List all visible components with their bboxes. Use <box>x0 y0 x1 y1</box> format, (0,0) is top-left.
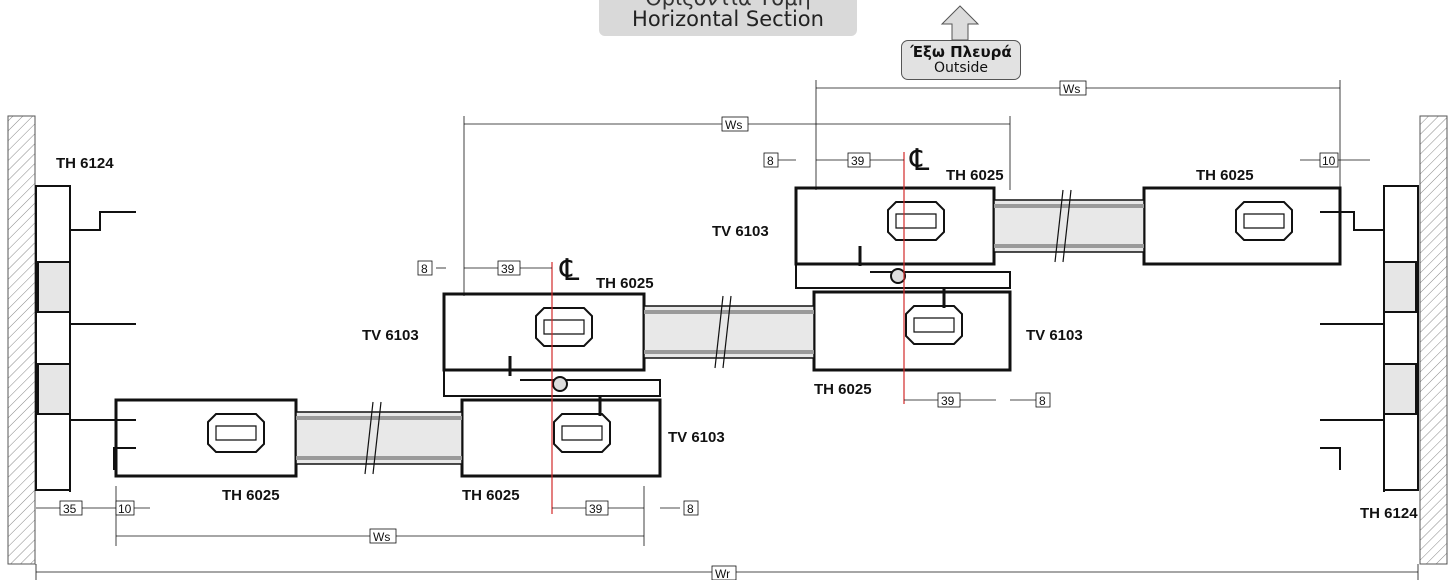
label-th6025-mid-upper: TH 6025 <box>596 275 654 292</box>
dim-8-b: 8 <box>421 262 428 276</box>
interlock-lower <box>443 356 661 416</box>
profile-labels: TH 6124 TH 6124 TH 6025 TH 6025 TH 6025 … <box>56 155 1418 522</box>
label-th6025-top-right: TH 6025 <box>1196 167 1254 184</box>
section-title: Horizontal Section <box>632 7 824 31</box>
label-tv6103-mid-left: TV 6103 <box>362 327 419 344</box>
bottom-left-sash-chamber-a-inner <box>215 425 257 441</box>
glass-middle-break-a <box>714 295 724 369</box>
dim-8-d: 8 <box>687 502 694 516</box>
glass-bottom-break-b <box>372 401 382 475</box>
dim-8-c: 8 <box>1039 394 1046 408</box>
sash-group <box>114 186 1342 478</box>
dim-10-a: 10 <box>1322 154 1336 168</box>
glass-top-edge-bottom <box>994 244 1144 248</box>
middle-left-sash-chamber-a-inner <box>543 319 585 335</box>
outside-side-badge: Έξω Πλευρά Outside <box>901 40 1021 80</box>
dim-39-c: 39 <box>941 394 955 408</box>
dim-wr: Wr <box>715 567 730 580</box>
glass-middle-edge-bottom <box>644 350 814 354</box>
bottom-right-sash-chamber-a-inner <box>561 425 603 441</box>
left-wall <box>7 115 36 565</box>
glass-middle-break-b <box>722 295 732 369</box>
centerline-symbol-upper: ℄ <box>909 143 929 178</box>
dim-10-b: 10 <box>118 502 132 516</box>
dim-39-b: 39 <box>501 262 515 276</box>
label-th6025-bottom-mid: TH 6025 <box>462 487 520 504</box>
outside-label-english: Outside <box>933 60 989 76</box>
dim-ws-top: Ws <box>1063 82 1080 96</box>
bottom-left-sash <box>114 398 298 478</box>
bottom-right-sash-chamber-a <box>553 413 611 453</box>
dim-ws-bottom: Ws <box>373 530 390 544</box>
section-title-tab: Οριζόντια Τομή Horizontal Section <box>599 0 857 36</box>
top-left-sash-chamber-a <box>887 201 945 241</box>
label-th6025-mid-lower: TH 6025 <box>814 381 872 398</box>
outside-label-greek: Έξω Πλευρά <box>910 43 1012 61</box>
glass-bottom <box>295 411 463 465</box>
glass-top-break-b <box>1062 189 1072 263</box>
outside-arrow-icon <box>940 5 980 41</box>
middle-right-sash-chamber-a-inner <box>913 317 955 333</box>
label-th6124-left: TH 6124 <box>56 155 114 172</box>
top-left-sash-chamber-a-inner <box>895 213 937 229</box>
bottom-left-sash-chamber-a <box>207 413 265 453</box>
middle-right-sash <box>812 290 1012 372</box>
left-outer-frame <box>35 185 136 492</box>
label-th6025-bottom-left: TH 6025 <box>222 487 280 504</box>
dim-ws-mid: Ws <box>725 118 742 132</box>
top-left-sash <box>794 186 996 266</box>
middle-left-sash-chamber-a <box>535 307 593 347</box>
centerline-symbol-lower: ℄ <box>559 253 579 288</box>
glass-top-break-a <box>1054 189 1064 263</box>
section-title-partial: Οριζόντια Τομή <box>599 0 857 9</box>
interlock-upper <box>795 246 1011 308</box>
right-wall <box>1419 115 1448 565</box>
top-right-sash-chamber-a <box>1235 201 1293 241</box>
bottom-right-sash <box>460 398 662 478</box>
glass-bottom-break-a <box>364 401 374 475</box>
dim-39-d: 39 <box>589 502 603 516</box>
label-th6124-right: TH 6124 <box>1360 505 1418 522</box>
glass-bottom-edge-bottom <box>296 456 462 460</box>
dim-8-a: 8 <box>767 154 774 168</box>
dim-39-a: 39 <box>851 154 865 168</box>
label-tv6103-mid-right: TV 6103 <box>1026 327 1083 344</box>
label-th6025-top-left: TH 6025 <box>946 167 1004 184</box>
middle-right-sash-chamber-a <box>905 305 963 345</box>
label-tv6103-top: TV 6103 <box>712 223 769 240</box>
dimension-labels: Ws Ws Ws Wr 8 39 10 8 39 39 8 35 10 39 8 <box>59 80 1339 580</box>
right-outer-frame <box>1320 185 1419 492</box>
top-right-sash <box>1142 186 1342 266</box>
label-tv6103-bottom: TV 6103 <box>668 429 725 446</box>
dim-35: 35 <box>63 502 77 516</box>
top-right-sash-chamber-a-inner <box>1243 213 1285 229</box>
